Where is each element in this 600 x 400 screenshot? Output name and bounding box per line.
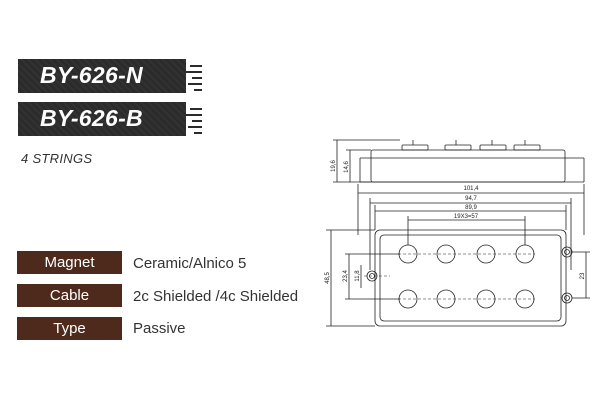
- vertical-dimensions: [326, 229, 590, 327]
- dim-overall-width: 48,5: [325, 272, 331, 284]
- dim-mount-vertical: 23: [580, 272, 586, 279]
- spec-label-cable: Cable: [17, 284, 122, 307]
- dim-pole-row-offset: 23,4: [343, 270, 349, 282]
- dim-pole-center-offset: 11,8: [355, 270, 361, 282]
- model-name-n: BY-626-N: [40, 62, 143, 88]
- model-name-b: BY-626-B: [40, 105, 143, 131]
- model-tag-n: BY-626-N: [18, 59, 186, 93]
- dim-pole-spacing: 19X3=57: [454, 214, 479, 220]
- spec-value-magnet: Ceramic/Alnico 5: [133, 255, 247, 272]
- strings-count: 4 STRINGS: [21, 151, 93, 166]
- horizontal-dimensions: [357, 184, 585, 270]
- dim-side-body-height: 14,6: [344, 161, 350, 173]
- dim-body-length: 89,9: [465, 205, 477, 211]
- side-view: [333, 139, 585, 183]
- dim-mount-spacing: 94,7: [465, 196, 477, 202]
- model-tag-b-stripes: [186, 102, 202, 136]
- top-view: [364, 229, 573, 327]
- model-tag-b: BY-626-B: [18, 102, 186, 136]
- dim-overall-length: 101,4: [463, 186, 479, 192]
- spec-label-magnet: Magnet: [17, 251, 122, 274]
- dim-side-total-height: 19,6: [331, 160, 337, 172]
- spec-value-type: Passive: [133, 320, 186, 337]
- spec-value-cable: 2c Shielded /4c Shielded: [133, 288, 299, 305]
- spec-label-type: Type: [17, 317, 122, 340]
- model-tag-n-stripes: [186, 59, 202, 93]
